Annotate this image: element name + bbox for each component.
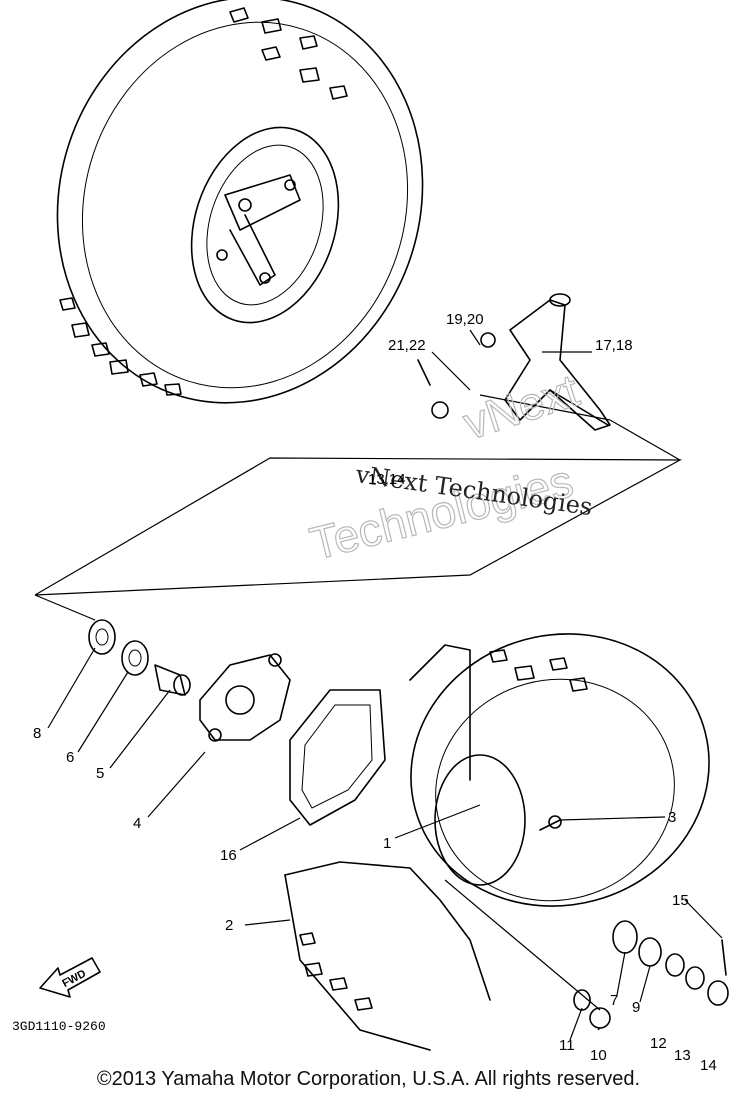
label-3: 3 <box>668 809 676 826</box>
label-5: 5 <box>96 765 104 782</box>
watermark-line1: vNext <box>457 364 585 450</box>
upper-wheel-illustration <box>56 0 424 404</box>
copyright-footer: ©2013 Yamaha Motor Corporation, U.S.A. A… <box>96 1068 641 1090</box>
label-6: 6 <box>66 749 74 766</box>
exploded-view-frame <box>34 394 683 621</box>
label-10: 10 <box>590 1047 607 1064</box>
axle-nut-parts-illustration <box>444 879 729 1029</box>
label-7: 7 <box>610 992 618 1009</box>
hub-parts-illustration <box>88 619 386 826</box>
steering-knuckle-illustration <box>417 293 611 431</box>
label-19-20: 19,20 <box>446 311 484 328</box>
label-15: 15 <box>672 892 689 909</box>
label-13-14: 13,14 <box>368 471 406 488</box>
leader-lines <box>47 329 723 1041</box>
label-14: 14 <box>700 1057 717 1074</box>
forward-direction-arrow: FWD <box>39 957 101 998</box>
diagram-code: 3GD1110-9260 <box>12 1019 106 1034</box>
label-4: 4 <box>133 815 141 832</box>
label-13: 13 <box>674 1047 691 1064</box>
part-labels: 19,20 21,22 17,18 13,14 8 6 5 4 16 1 3 2… <box>12 311 717 1074</box>
lower-tread-blocks <box>299 649 588 1011</box>
label-21-22: 21,22 <box>388 337 426 354</box>
label-2: 2 <box>225 917 233 934</box>
label-16: 16 <box>220 847 237 864</box>
watermark: vNext Technologies vNext Technologies <box>304 363 594 570</box>
label-9: 9 <box>632 999 640 1016</box>
label-8: 8 <box>33 725 41 742</box>
upper-tread-blocks <box>59 7 348 396</box>
label-1: 1 <box>383 835 391 852</box>
label-12: 12 <box>650 1035 667 1052</box>
label-11: 11 <box>559 1037 575 1054</box>
label-17-18: 17,18 <box>595 337 633 354</box>
